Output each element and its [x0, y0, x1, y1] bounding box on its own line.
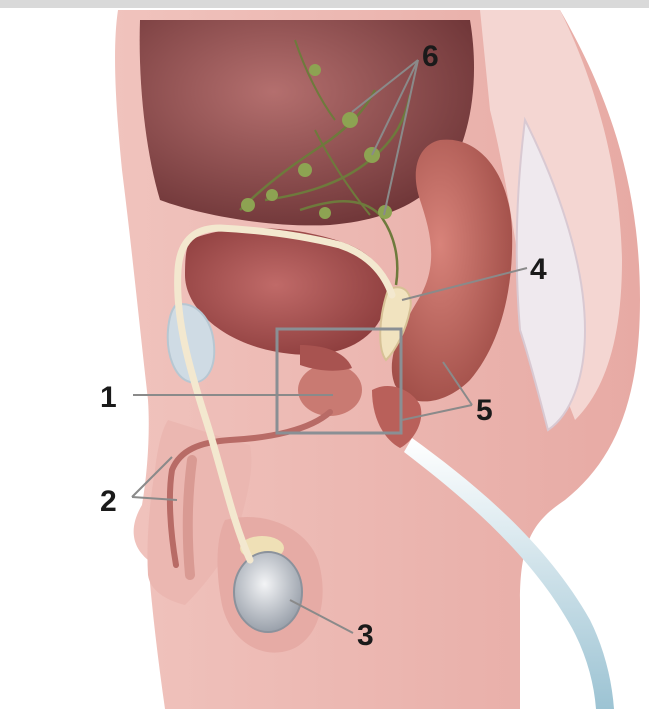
- lymph-node: [241, 198, 255, 212]
- prostate: [298, 364, 362, 416]
- lymph-node: [342, 112, 358, 128]
- lymph-node: [319, 207, 331, 219]
- label-3: 3: [357, 619, 374, 652]
- lymph-node: [309, 64, 321, 76]
- label-4: 4: [530, 253, 547, 286]
- testis: [234, 552, 302, 632]
- label-5: 5: [476, 394, 493, 427]
- corpus-spongiosum: [188, 460, 192, 575]
- lymph-node: [298, 163, 312, 177]
- label-1: 1: [100, 381, 117, 414]
- label-2: 2: [100, 485, 117, 518]
- lymph-node: [266, 189, 278, 201]
- label-6: 6: [422, 40, 439, 73]
- top-border: [0, 0, 649, 8]
